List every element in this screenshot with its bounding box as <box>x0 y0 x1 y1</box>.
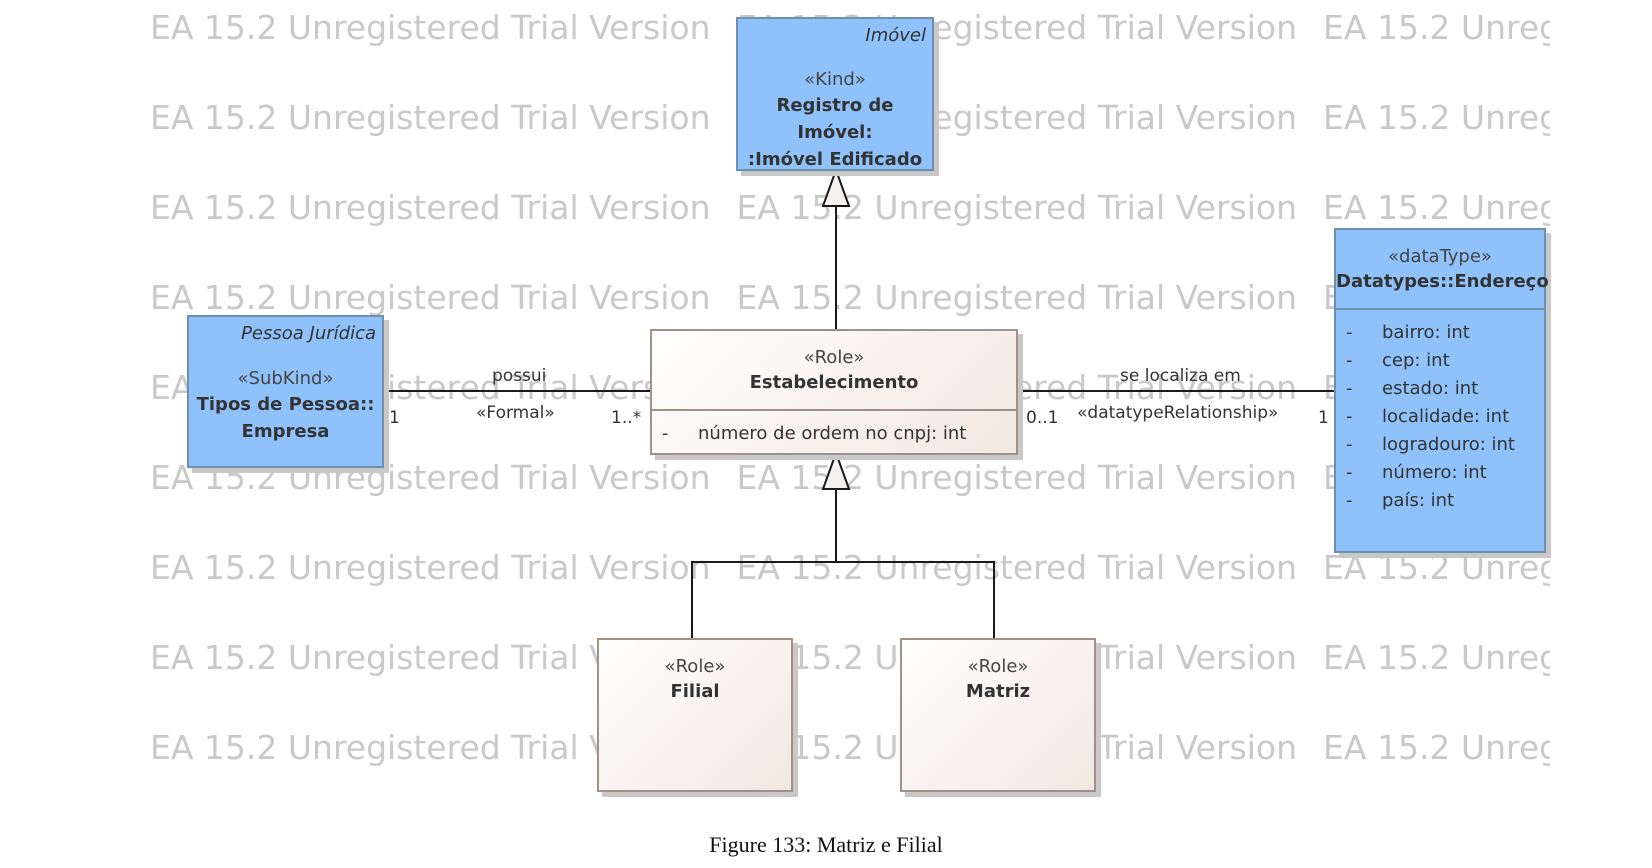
figure-caption: Figure 133: Matriz e Filial <box>709 832 943 857</box>
compartment-divider <box>1336 308 1544 310</box>
generalization-arrowhead-imovel <box>821 167 851 207</box>
multiplicity-label: 1 <box>1318 408 1329 428</box>
stereotype-label: «Role» <box>967 656 1029 677</box>
attribute-row: -logradouro: int <box>1346 434 1515 455</box>
multiplicity-label: 1 <box>389 408 400 428</box>
generalization-tree-lines <box>691 561 995 638</box>
stereotype-label: «Kind» <box>804 69 866 90</box>
class-name: Matriz <box>965 681 1031 702</box>
stereotype-label: «Role» <box>664 656 726 677</box>
class-name-line1: Tipos de Pessoa:: <box>196 394 375 415</box>
association-name-localiza: se localiza em <box>1120 366 1241 386</box>
stereotype-label: «Role» <box>803 347 865 368</box>
attribute-row: -número de ordem no cnpj: int <box>662 423 967 444</box>
class-registro-imovel[interactable]: Imóvel «Kind» Registro de Imóvel: :Imóve… <box>736 17 934 171</box>
class-name: Filial <box>670 681 720 702</box>
class-name-line2: :Imóvel Edificado <box>747 149 923 170</box>
attribute-row: -localidade: int <box>1346 406 1510 427</box>
association-stereotype-datatype-relationship: «datatypeRelationship» <box>1077 403 1279 423</box>
class-estabelecimento[interactable]: «Role» Estabelecimento -número de ordem … <box>650 329 1018 455</box>
multiplicity-label: 1..* <box>611 408 642 428</box>
attribute-row: -bairro: int <box>1346 322 1470 343</box>
association-stereotype-formal: «Formal» <box>476 403 555 423</box>
association-name-possui: possui <box>492 366 547 386</box>
stereotype-label: «dataType» <box>1388 246 1492 267</box>
stereotype-label: «SubKind» <box>237 368 334 389</box>
class-name: Estabelecimento <box>749 372 919 393</box>
class-filial[interactable]: «Role» Filial <box>597 638 793 792</box>
class-name-line1: Registro de Imóvel: <box>776 95 894 143</box>
generalization-arrowhead-estabelecimento <box>821 450 851 490</box>
attribute-row: -cep: int <box>1346 350 1450 371</box>
attribute-row: -país: int <box>1346 490 1455 511</box>
abstract-parent-name: Pessoa Jurídica <box>241 323 376 344</box>
attribute-row: -número: int <box>1346 462 1487 483</box>
compartment-divider <box>652 409 1016 411</box>
class-matriz[interactable]: «Role» Matriz <box>900 638 1096 792</box>
datatype-endereco[interactable]: «dataType» Datatypes::Endereço -bairro: … <box>1334 228 1549 553</box>
class-name-line2: Empresa <box>241 421 330 442</box>
attribute-row: -estado: int <box>1346 378 1479 399</box>
class-name: Datatypes::Endereço <box>1336 271 1549 292</box>
class-tipos-de-pessoa-empresa[interactable]: Pessoa Jurídica «SubKind» Tipos de Pesso… <box>187 315 384 468</box>
multiplicity-label: 0..1 <box>1026 408 1059 428</box>
abstract-parent-name: Imóvel <box>865 25 926 46</box>
